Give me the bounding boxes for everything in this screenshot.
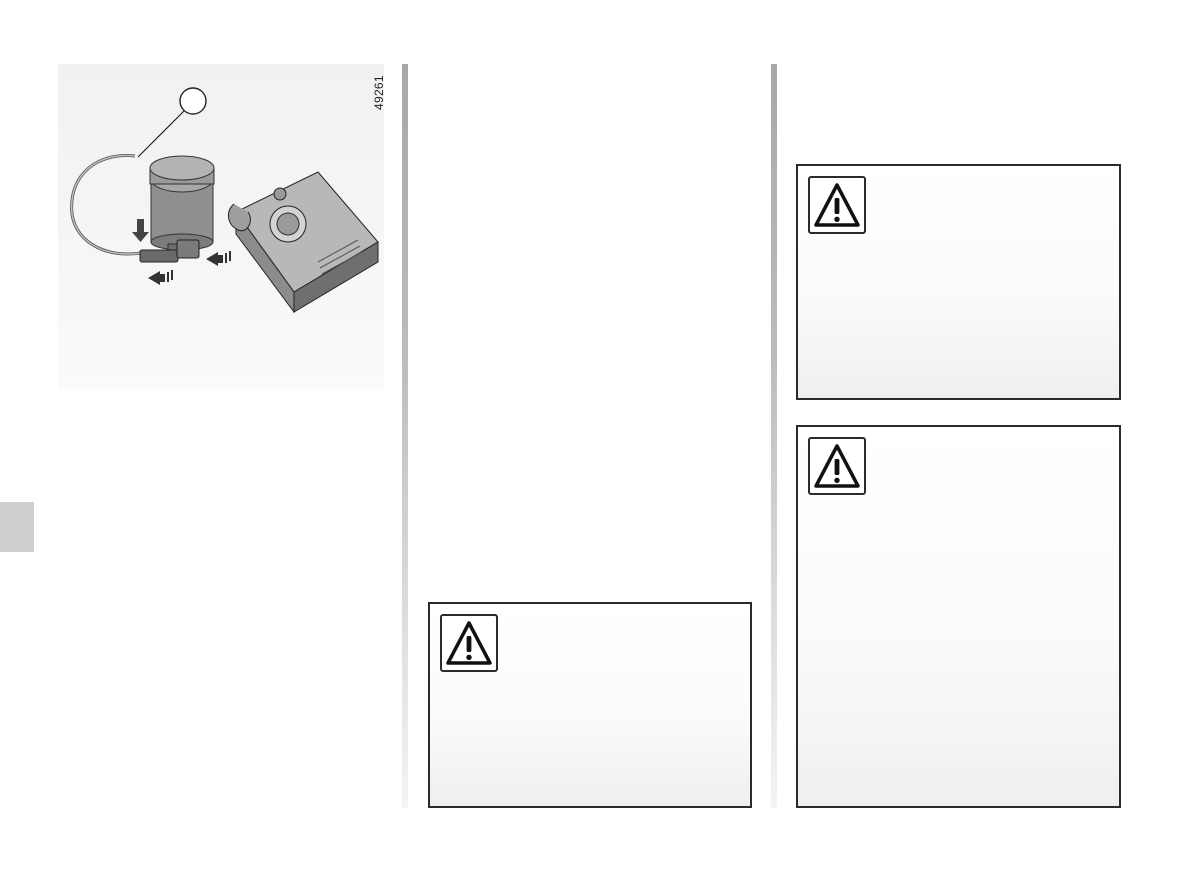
column-divider [402, 64, 408, 808]
column-divider [771, 64, 777, 808]
warning-box [428, 602, 752, 808]
warning-box [796, 164, 1121, 400]
arrow-icon [132, 219, 149, 242]
compressor-figure [58, 64, 384, 390]
warning-triangle-icon [808, 437, 866, 495]
warning-box [796, 425, 1121, 808]
compressor-illustration [70, 87, 379, 314]
warning-triangle-icon [808, 176, 866, 234]
chapter-tab [0, 502, 34, 552]
arrow-icon [148, 270, 173, 285]
arrow-icon [206, 251, 231, 266]
figure-code: 49261 [372, 75, 386, 110]
warning-triangle-icon [440, 614, 498, 672]
